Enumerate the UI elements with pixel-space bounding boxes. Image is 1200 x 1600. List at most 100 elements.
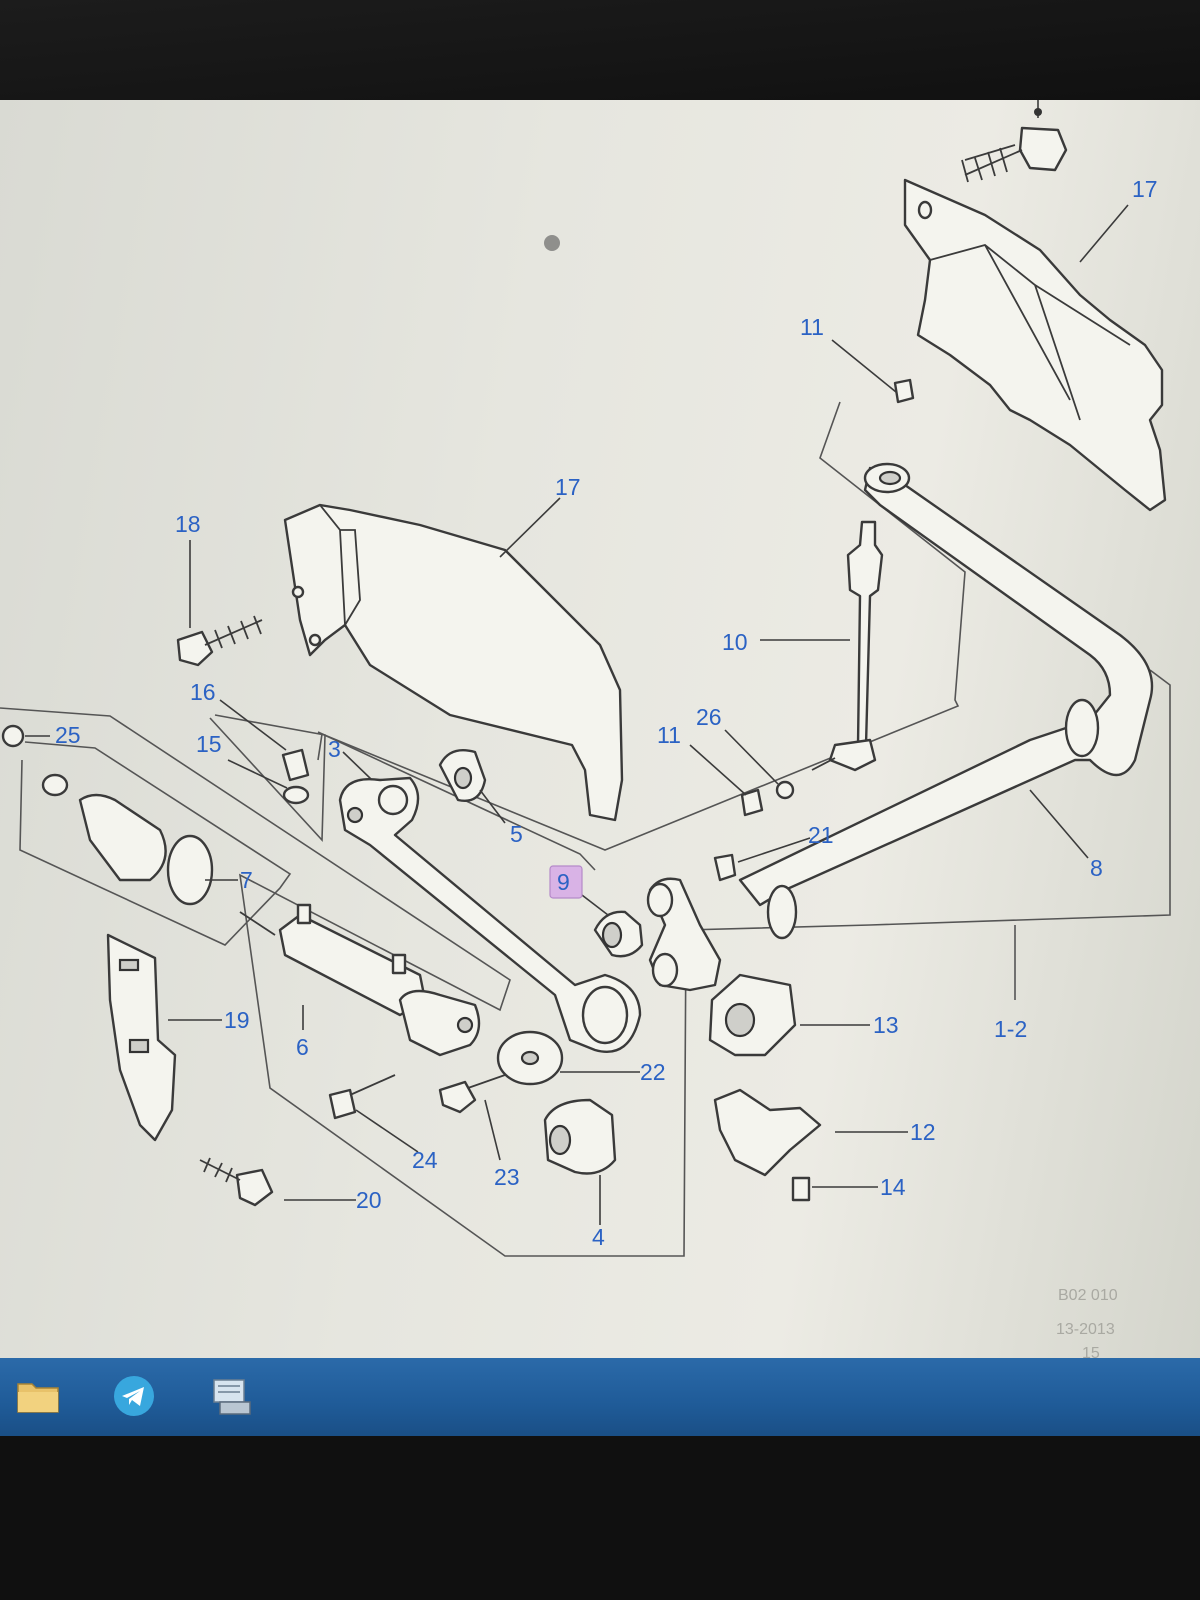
callout-17-upper: 17 (1132, 176, 1158, 202)
washer-25 (1, 724, 25, 748)
callout-1-2: 1-2 (994, 1016, 1027, 1042)
bar-end-hole (878, 470, 902, 486)
bolt-20 (235, 1168, 274, 1207)
leader-dot (1034, 108, 1042, 116)
shield-left-hole2 (308, 633, 322, 647)
bolt-18 (176, 630, 214, 667)
callout-20: 20 (356, 1187, 382, 1213)
boot-clamp-large (166, 834, 214, 906)
callout-13: 13 (873, 1012, 899, 1038)
callout-10: 10 (722, 629, 748, 655)
callout-22: 22 (640, 1059, 666, 1085)
shield-rib (929, 244, 1131, 421)
callout-26: 26 (696, 704, 722, 730)
callout-18: 18 (175, 511, 201, 537)
cylinder-stem (239, 911, 276, 936)
callout-24: 24 (412, 1147, 438, 1173)
screen-speck (544, 235, 560, 251)
callout-17-left: 17 (555, 474, 581, 500)
bolt-20-thread (199, 1157, 241, 1183)
bracket-12 (713, 1088, 822, 1177)
arm-eye (377, 784, 409, 816)
callout-3: 3 (328, 736, 341, 762)
callout-11-upper: 11 (800, 314, 824, 340)
bar-bushing-right (1064, 698, 1100, 758)
cv-boot (78, 793, 167, 882)
bolt-23 (438, 1080, 477, 1114)
group-outline-lower (0, 669, 1171, 1257)
shield-plate-upper (903, 178, 1167, 512)
group-outline-arm (317, 731, 596, 871)
bolt-24-shank (349, 1074, 396, 1096)
bolt-top-right (1018, 126, 1068, 172)
callout-9: 9 (557, 869, 570, 895)
boot-clamp-small (41, 773, 69, 797)
drop-link-stud (811, 757, 836, 771)
bar-bushing-left (766, 884, 798, 940)
control-arm (338, 776, 642, 1053)
callout-25: 25 (55, 722, 81, 748)
monitor-bezel-bottom (0, 1436, 1200, 1600)
callout-19: 19 (224, 1007, 250, 1033)
network-drive-icon[interactable] (208, 1372, 256, 1420)
bush4-hole (548, 1124, 572, 1156)
callout-16: 16 (190, 679, 216, 705)
bracket-slot2 (128, 1038, 150, 1054)
shield-hole (917, 200, 933, 220)
diagram-page: 15 (1082, 1345, 1100, 1362)
nut-11b (740, 788, 764, 817)
callout-21: 21 (808, 822, 834, 848)
anti-roll-bar (738, 466, 1154, 907)
arm-rear-bush (581, 985, 629, 1045)
bush9-hole (601, 921, 623, 949)
callout-4: 4 (592, 1224, 605, 1250)
bracket-19 (106, 933, 177, 1142)
bolt-24 (328, 1088, 357, 1120)
washer-26 (775, 780, 795, 800)
nut-16 (281, 748, 310, 782)
washer-15 (282, 785, 310, 805)
telegram-icon[interactable] (110, 1372, 158, 1420)
group-outline-nut (209, 714, 326, 842)
drop-link-end (828, 738, 877, 772)
callout-23: 23 (494, 1164, 520, 1190)
link-arm-eye2 (651, 952, 679, 988)
group-outline-boot (19, 741, 292, 946)
washer-22-hole (520, 1050, 540, 1066)
nut-11a (893, 378, 915, 404)
callout-9-highlight (549, 865, 583, 899)
cylinder-fitting (296, 903, 312, 925)
arm-hole (346, 806, 364, 824)
cylinder-fitting2 (391, 953, 407, 975)
callout-15: 15 (196, 731, 222, 757)
callout-labels: 17 11 17 18 10 26 11 16 15 25 3 5 21 8 9… (55, 176, 1158, 1250)
file-explorer-icon[interactable] (14, 1372, 62, 1420)
bushing-4 (543, 1098, 617, 1175)
callout-12: 12 (910, 1119, 936, 1145)
link-arm-eye (646, 882, 674, 918)
callout-6: 6 (296, 1034, 309, 1060)
shield-plate-left (283, 503, 624, 822)
callout-7: 7 (240, 867, 253, 893)
diagram-date: 13-2013 (1056, 1321, 1115, 1338)
callout-8: 8 (1090, 855, 1103, 881)
clamp13-hole (724, 1002, 756, 1038)
callout-11-lower: 11 (657, 722, 681, 748)
clevis-hole (456, 1016, 474, 1034)
taskbar (0, 1358, 1200, 1436)
clevis-bracket (398, 989, 481, 1057)
bolt-thread-top (961, 144, 1023, 183)
shield-left-rib (319, 504, 361, 626)
diagram-code: B02 010 (1058, 1287, 1118, 1304)
shield-left-hole (291, 585, 305, 599)
nut-21 (713, 853, 737, 882)
bolt-14 (791, 1176, 811, 1202)
bracket-slot1 (118, 958, 140, 972)
bolt-23-shank (467, 1074, 506, 1089)
callout-14: 14 (880, 1174, 906, 1200)
callout-5: 5 (510, 821, 523, 847)
bush5-hole (453, 766, 473, 790)
bolt-18-thread (204, 615, 263, 649)
group-outline-main (317, 401, 966, 851)
